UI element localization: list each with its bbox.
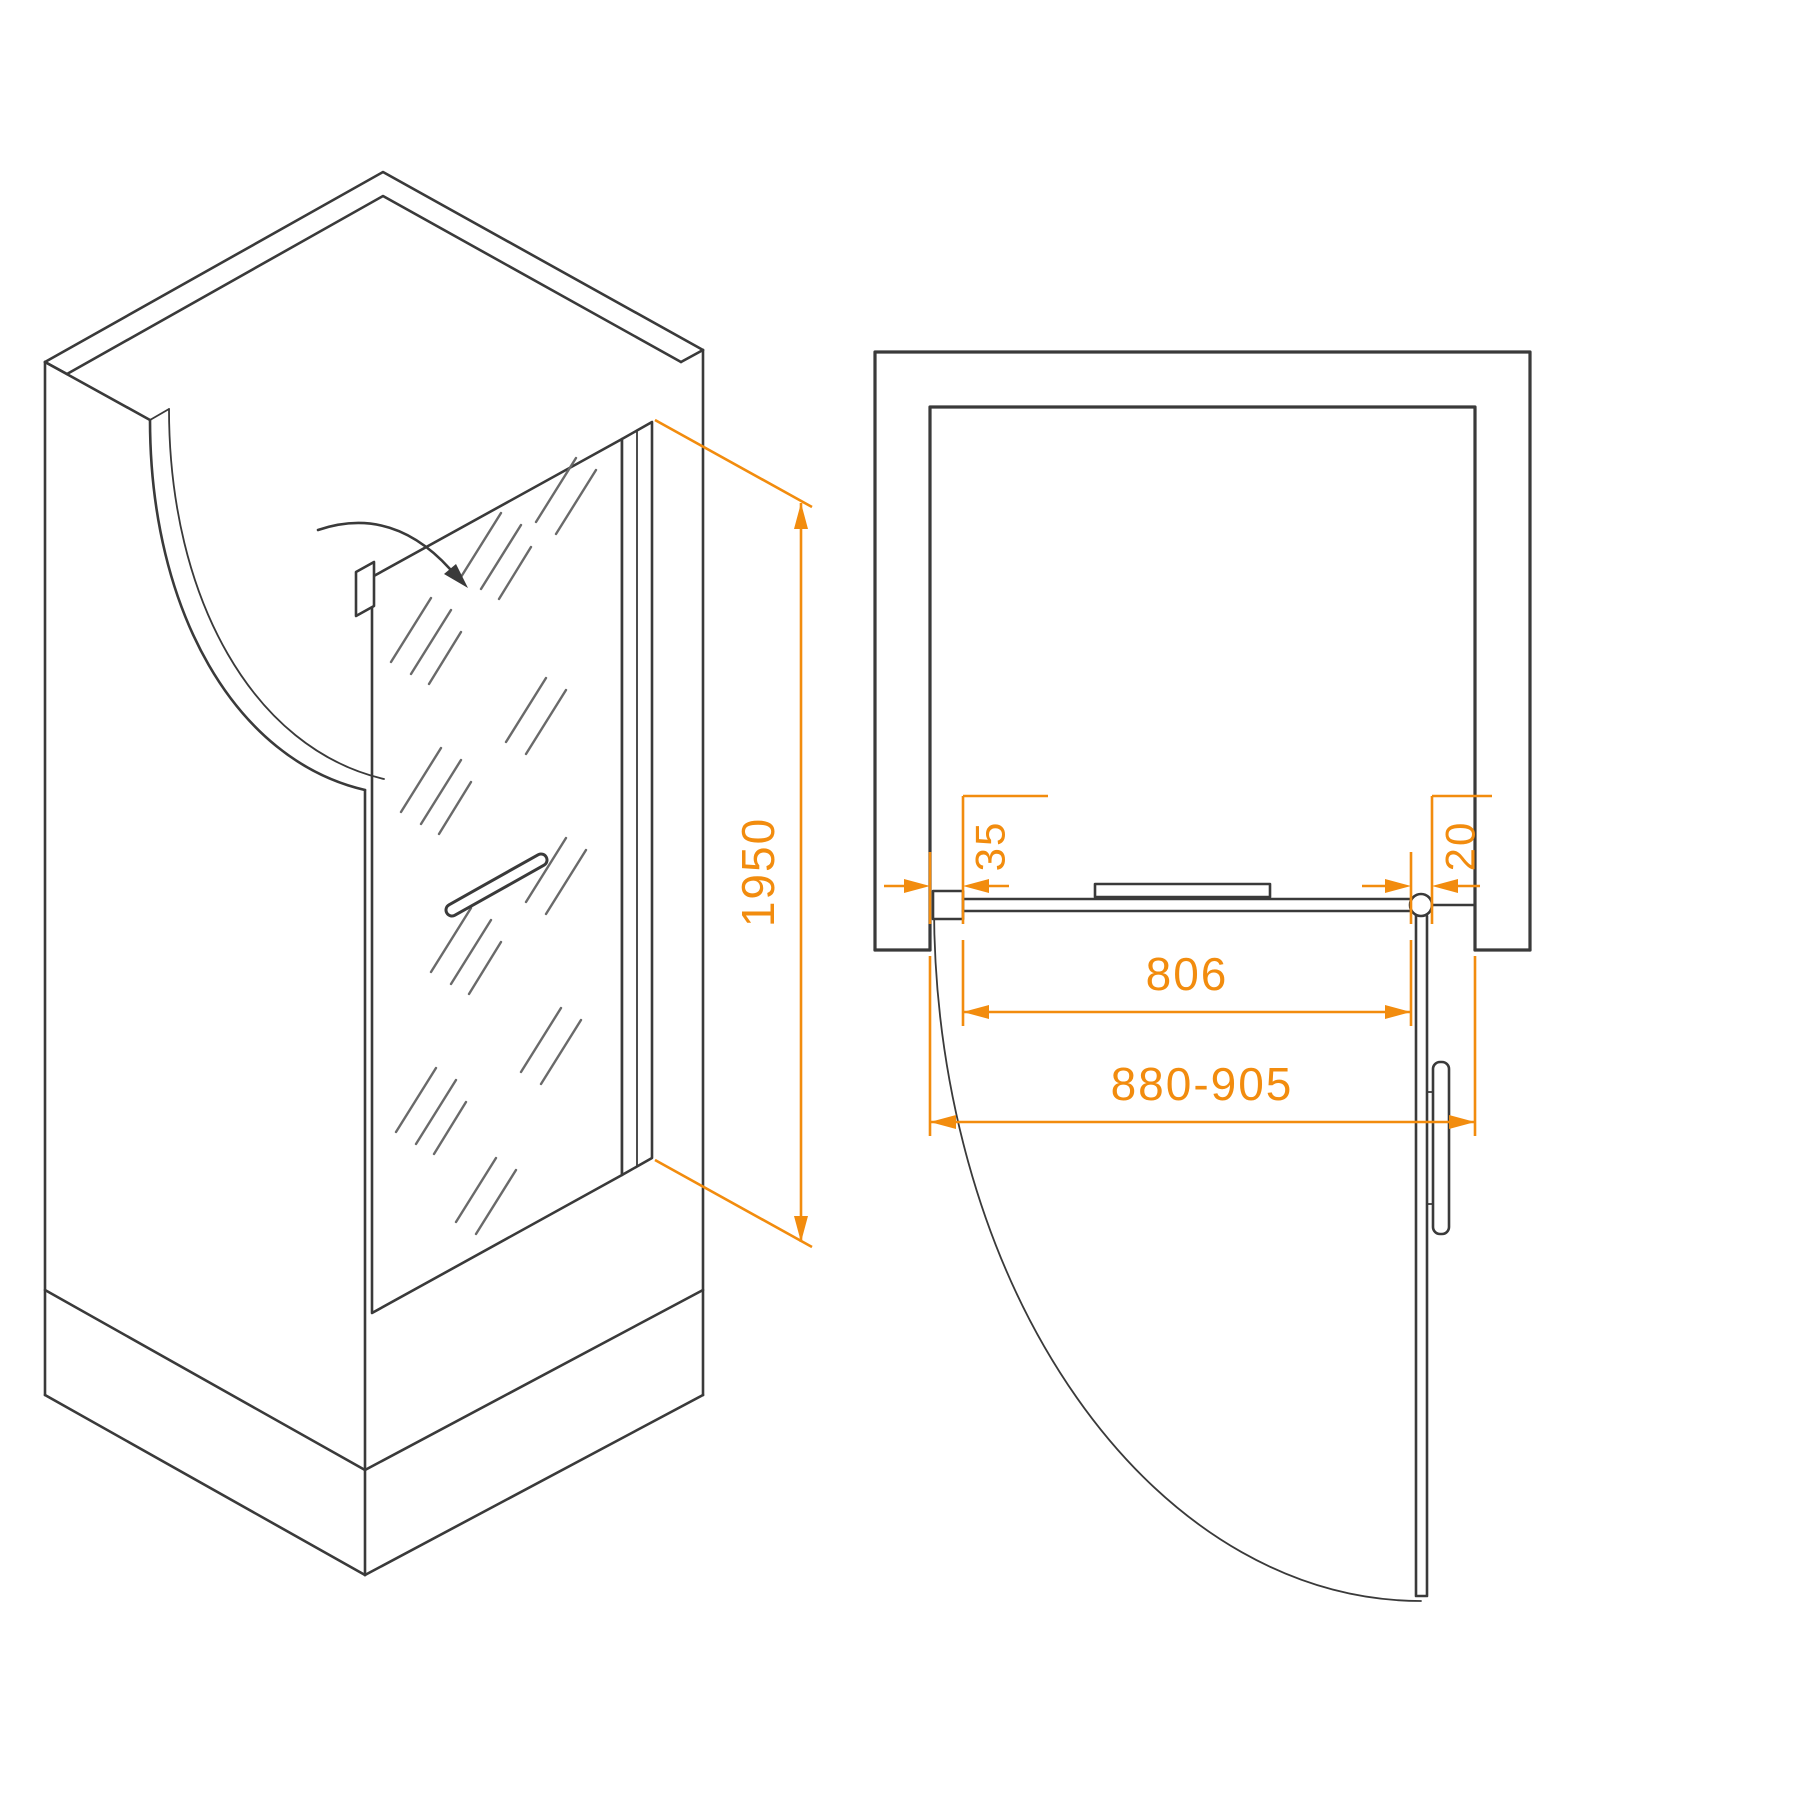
plan-handle-closed <box>1093 882 1272 899</box>
dim35-arrow-right <box>963 879 989 893</box>
plan-door-closed <box>931 882 1477 921</box>
dim806-label: 806 <box>1146 948 1229 1000</box>
curved-side-panel <box>43 360 385 1577</box>
dim806-arrow-left <box>963 1005 989 1019</box>
dim880-label: 880-905 <box>1111 1058 1294 1110</box>
plan-door-open <box>1414 914 1451 1598</box>
plan-left-profile <box>931 889 965 921</box>
closing-profile <box>354 560 376 618</box>
side-panel-curve-cap <box>149 408 170 421</box>
isometric-view <box>43 170 705 1577</box>
rim-inner-edge <box>65 194 683 376</box>
dimension-20: 20 <box>1362 794 1492 924</box>
height-dimension: 1950 <box>654 418 813 1249</box>
wall-inner-outline <box>928 405 1477 952</box>
glass-hatching-lines <box>389 456 598 1236</box>
tray-top-right-edge <box>363 1288 705 1472</box>
plan-door-glass-lines <box>961 897 1414 913</box>
height-dimension-label: 1950 <box>732 817 784 927</box>
door-handle-iso <box>444 852 549 918</box>
dim35-extension-lines <box>928 794 1048 924</box>
dim35-arrow-left <box>904 879 930 893</box>
dimension-35: 35 <box>884 794 1048 924</box>
door-swing-arc <box>933 905 1422 1602</box>
handle-bar-body <box>447 855 546 915</box>
dimension-880-905: 880-905 <box>928 956 1477 1136</box>
tray-bottom-right-edge <box>363 1393 705 1577</box>
height-extension-lines <box>654 418 813 1249</box>
plan-dimensions: 35 20 806 <box>884 794 1492 1136</box>
plan-handle-open <box>1431 1060 1451 1236</box>
dim35-label: 35 <box>967 821 1014 872</box>
plan-walls <box>873 350 1532 952</box>
dim880-arrow-left <box>930 1115 956 1129</box>
height-arrow-bottom <box>794 1216 808 1242</box>
side-panel-curve-outer <box>148 418 367 792</box>
side-panel-top-edge <box>43 360 152 422</box>
side-panel-curve-inner <box>168 408 385 780</box>
dim20-extension-lines <box>1409 794 1492 924</box>
dim880-arrow-right <box>1449 1115 1475 1129</box>
swing-arrow <box>316 521 468 588</box>
plan-view <box>873 350 1532 1602</box>
swing-arrow-head <box>444 564 468 588</box>
tray-top-left-edge <box>43 1288 367 1472</box>
plan-pivot-hinge <box>1408 892 1434 918</box>
glass-outline <box>370 437 624 1315</box>
shower-tray <box>43 1288 705 1577</box>
dimension-806: 806 <box>961 940 1413 1026</box>
swing-arrow-curve <box>316 521 452 571</box>
dim20-label: 20 <box>1437 821 1484 872</box>
tray-bottom-left-edge <box>43 1393 367 1577</box>
height-arrow-top <box>794 503 808 529</box>
rim-outer-edge <box>43 170 705 364</box>
dim20-arrow-right <box>1432 879 1458 893</box>
dim20-arrow-left <box>1385 879 1411 893</box>
dim880-extension-lines <box>928 956 1477 1136</box>
dim806-arrow-right <box>1385 1005 1411 1019</box>
glass-door <box>316 420 654 1315</box>
rim-end-caps <box>43 348 705 376</box>
wall-outer-outline <box>873 350 1532 952</box>
plan-door-open-lines <box>1414 914 1429 1598</box>
